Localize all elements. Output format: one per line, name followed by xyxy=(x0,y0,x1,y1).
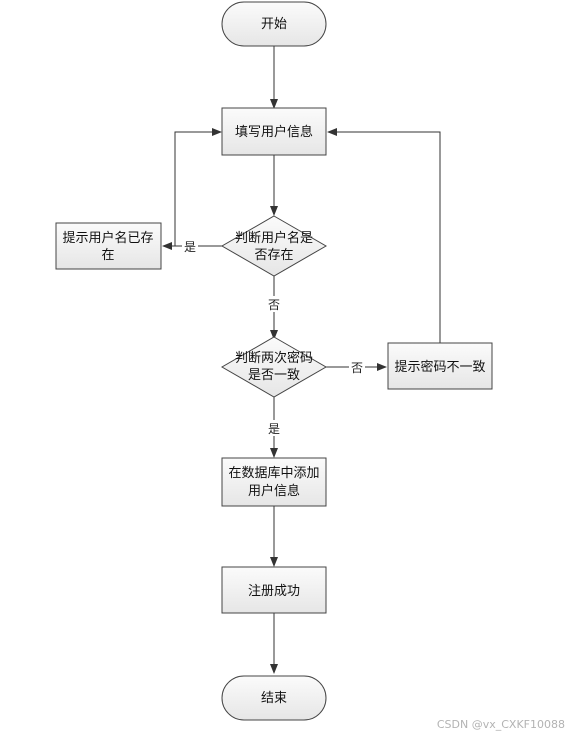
add-to-db-label-line2: 用户信息 xyxy=(248,483,300,499)
add-to-db-node xyxy=(221,457,327,507)
register-success-node xyxy=(221,566,327,614)
password-mismatch-label: 提示密码不一致 xyxy=(394,359,485,375)
end-label: 结束 xyxy=(261,691,287,706)
edge-label-bg xyxy=(182,238,198,254)
start-label: 开始 xyxy=(261,17,287,32)
edge-label-bg xyxy=(266,420,282,436)
edge-label-bg xyxy=(349,359,365,375)
password-yes-label: 是 xyxy=(268,422,280,436)
shapes xyxy=(55,1,493,721)
register-success-label: 注册成功 xyxy=(248,584,300,599)
check-username-label-line2: 否存在 xyxy=(254,248,293,263)
node-labels: 开始 填写用户信息 判断用户名是 否存在 提示用户名已存 在 判断两次密码 是否… xyxy=(62,17,485,706)
fill-info-node xyxy=(221,107,327,156)
username-exists-label-line1: 提示用户名已存 xyxy=(62,230,153,246)
username-yes-label: 是 xyxy=(184,240,196,254)
check-password-node xyxy=(220,336,328,398)
password-mismatch-node xyxy=(387,342,493,390)
check-password-label-line2: 是否一致 xyxy=(248,368,300,383)
username-exists-node xyxy=(55,222,162,270)
watermark: CSDN @vx_CXKF10088 xyxy=(437,718,565,731)
edge-mismatch-back-to-fill xyxy=(327,128,441,343)
end-node xyxy=(221,675,327,721)
username-no-label: 否 xyxy=(268,298,280,312)
edge-label-bg xyxy=(266,296,282,312)
password-no-label: 否 xyxy=(351,361,363,375)
username-exists-label-line2: 在 xyxy=(101,248,114,263)
edge-loop-back-to-fill xyxy=(174,128,222,246)
fill-info-label: 填写用户信息 xyxy=(235,124,313,140)
add-to-db-label-line1: 在数据库中添加 xyxy=(228,465,319,481)
check-username-label-line1: 判断用户名是 xyxy=(235,230,313,246)
check-username-node xyxy=(220,215,328,277)
check-password-label-line1: 判断两次密码 xyxy=(235,350,313,366)
start-node xyxy=(221,1,327,47)
edge-labels: 是 否 否 是 xyxy=(182,238,365,436)
